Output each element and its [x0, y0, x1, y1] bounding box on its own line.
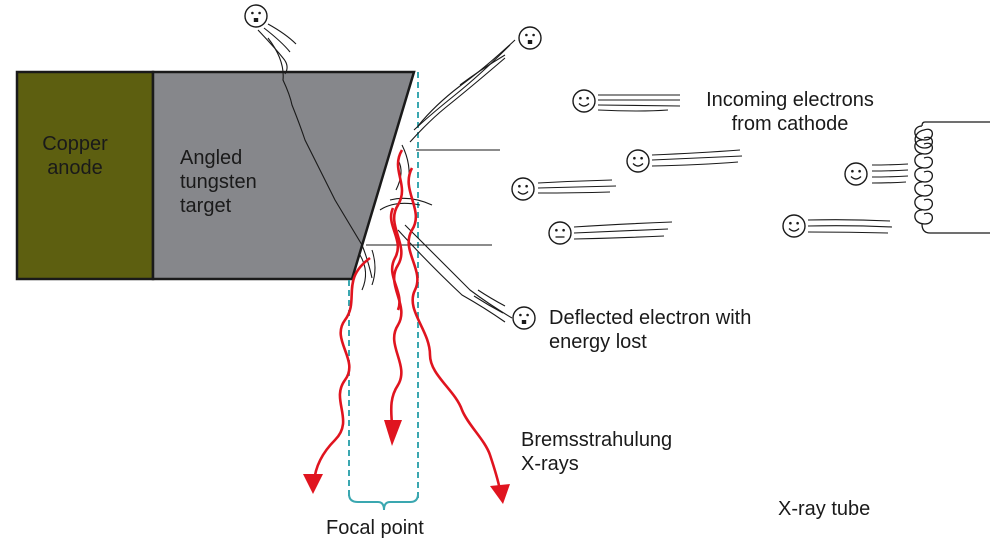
- electron-icon: [548, 221, 572, 245]
- focal-point-bracket: [348, 493, 419, 511]
- electron-icon: [518, 26, 542, 50]
- copper-anode-label: Copper anode: [42, 133, 108, 179]
- bremsstrahlung-label: Bremsstrahulung X-rays: [521, 429, 673, 475]
- electron-speed-lines: [459, 54, 909, 314]
- tungsten-target-block: [151, 70, 416, 281]
- copper-anode-block: [15, 70, 155, 281]
- electron-traces: [257, 23, 516, 323]
- focal-region-dashed-lines: [348, 72, 419, 500]
- xray-wavy-arrows: [312, 149, 502, 491]
- electron-icon: [512, 306, 536, 330]
- incoming-electron-group: [244, 4, 909, 330]
- electron-icon: [244, 4, 268, 28]
- xray-arrowheads: [303, 420, 510, 504]
- electron-icon: [844, 162, 868, 186]
- xray-tube-label: X-ray tube: [778, 498, 871, 520]
- electron-icon: [572, 89, 596, 113]
- electron-icon: [782, 214, 806, 238]
- cathode-coil-icon: [914, 121, 990, 234]
- electron-icon: [626, 149, 650, 173]
- tungsten-target-label: Angled tungsten target: [180, 147, 257, 217]
- incoming-electrons-label: Incoming electrons from cathode: [706, 89, 874, 135]
- focal-point-label: Focal point: [326, 517, 424, 539]
- electron-icon: [511, 177, 535, 201]
- deflected-electron-label: Deflected electron with energy lost: [549, 307, 752, 353]
